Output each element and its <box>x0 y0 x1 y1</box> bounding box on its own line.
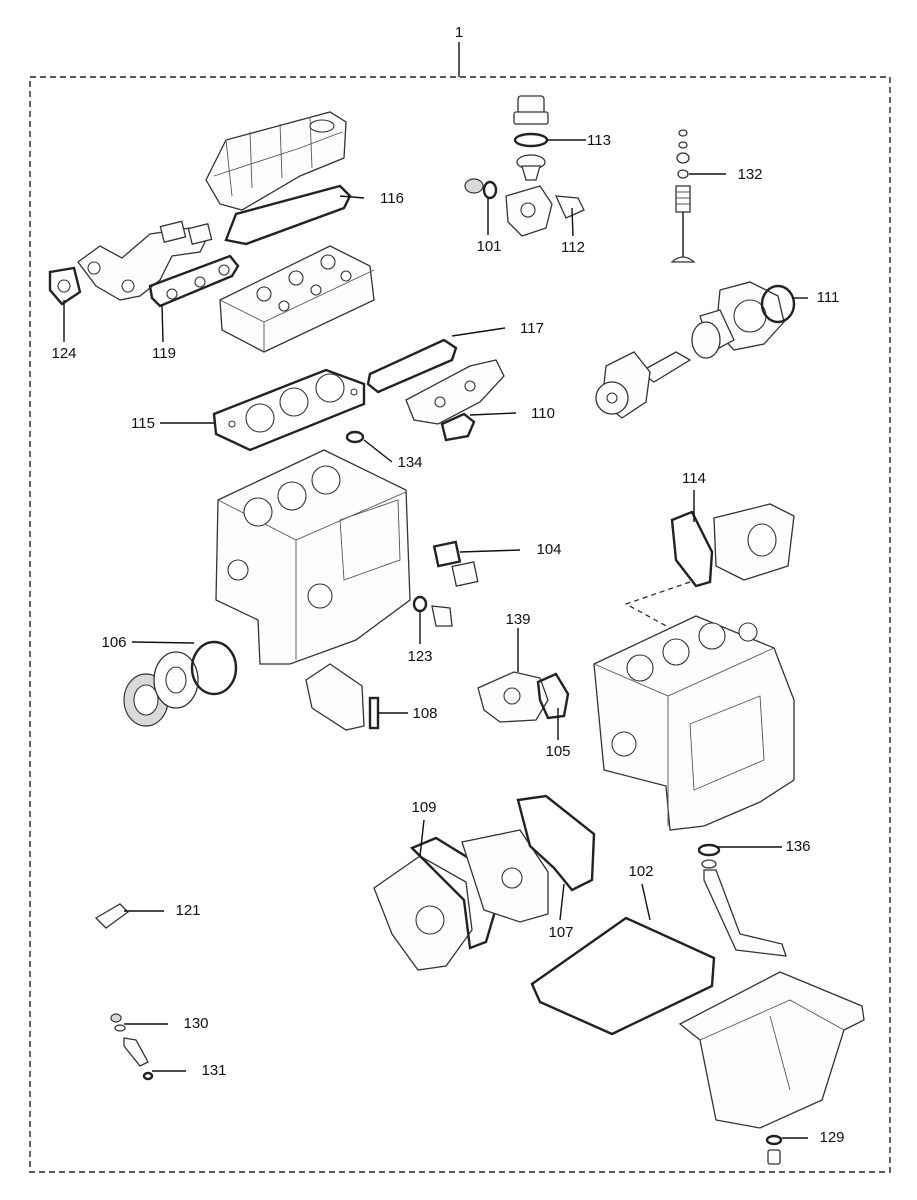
callout-139: 139 <box>505 611 530 628</box>
sensor-121 <box>94 903 129 929</box>
head-gasket <box>212 368 366 452</box>
dipstick-tube <box>697 843 787 957</box>
gear-case-plate <box>461 829 549 923</box>
gear-case-gasket <box>670 510 714 588</box>
plug-123 <box>412 595 453 627</box>
oil-pan <box>678 971 865 1129</box>
oil-pump <box>477 671 549 723</box>
callout-104: 104 <box>536 541 561 558</box>
intake-gasket <box>440 412 476 442</box>
flange-gasket <box>48 266 82 306</box>
cylinder-block-left <box>215 449 411 665</box>
seal-retainer <box>153 651 199 709</box>
thermostat <box>516 154 546 181</box>
bearing-cap <box>305 663 380 731</box>
callout-106: 106 <box>101 634 126 651</box>
exhaust-manifold-gasket <box>148 254 240 308</box>
callout-131: 131 <box>201 1062 226 1079</box>
callout-101: 101 <box>476 238 501 255</box>
exhaust-manifold <box>77 220 213 301</box>
callout-115: 115 <box>131 415 155 432</box>
callout-105: 105 <box>545 743 570 760</box>
callout-130: 130 <box>183 1015 208 1032</box>
thermostat-gasket <box>513 132 549 148</box>
gear-case <box>713 503 795 581</box>
callout-121: 121 <box>175 902 200 919</box>
valve-cover-gasket <box>224 184 352 246</box>
callout-107: 107 <box>548 924 573 941</box>
callout-111: 111 <box>817 289 840 306</box>
callout-leaders <box>63 139 808 1139</box>
drain-plug <box>765 1134 783 1165</box>
callout-109: 109 <box>411 799 436 816</box>
o-ring-134 <box>345 430 365 444</box>
callout-116: 116 <box>380 190 404 207</box>
callout-132: 132 <box>737 166 762 183</box>
water-sensor <box>464 178 498 200</box>
callout-112: 112 <box>561 239 585 256</box>
callout-119: 119 <box>152 345 176 362</box>
thermostat-cover <box>513 95 549 125</box>
cylinder-block-right <box>593 615 795 831</box>
water-pump-assembly <box>595 281 785 419</box>
assembly-frame <box>29 76 891 1173</box>
callout-134: 134 <box>397 454 422 471</box>
gear-case-plate-gasket <box>516 794 596 892</box>
callout-136: 136 <box>785 838 810 855</box>
callout-117: 117 <box>520 320 544 337</box>
callout-114: 114 <box>682 470 706 487</box>
callout-113: 113 <box>587 132 611 149</box>
glow-plug-assembly <box>110 1013 154 1081</box>
timing-cover-gasket <box>409 836 498 950</box>
callout-129: 129 <box>819 1129 844 1146</box>
callout-labels: 113 132 116 101 112 111 124 119 117 110 … <box>51 132 844 1146</box>
cylinder-head <box>219 245 375 353</box>
cover-plate-104 <box>432 540 479 587</box>
retainer-gasket <box>190 640 238 696</box>
water-pump-gasket <box>760 284 796 324</box>
callout-102: 102 <box>628 863 653 880</box>
intake-manifold <box>405 359 505 425</box>
side-cover-gasket <box>366 338 458 394</box>
thermostat-bracket <box>554 195 585 219</box>
thermostat-housing <box>505 185 553 237</box>
valve-cover <box>205 111 347 211</box>
callout-124: 124 <box>51 345 76 362</box>
callout-123: 123 <box>407 648 432 665</box>
valve-assembly <box>670 129 696 263</box>
timing-cover <box>373 855 473 971</box>
oil-pump-gasket <box>536 672 570 720</box>
oil-pan-gasket <box>530 916 716 1036</box>
callout-110: 110 <box>531 405 555 422</box>
assembly-number: 1 <box>455 24 463 41</box>
callout-108: 108 <box>412 705 437 722</box>
